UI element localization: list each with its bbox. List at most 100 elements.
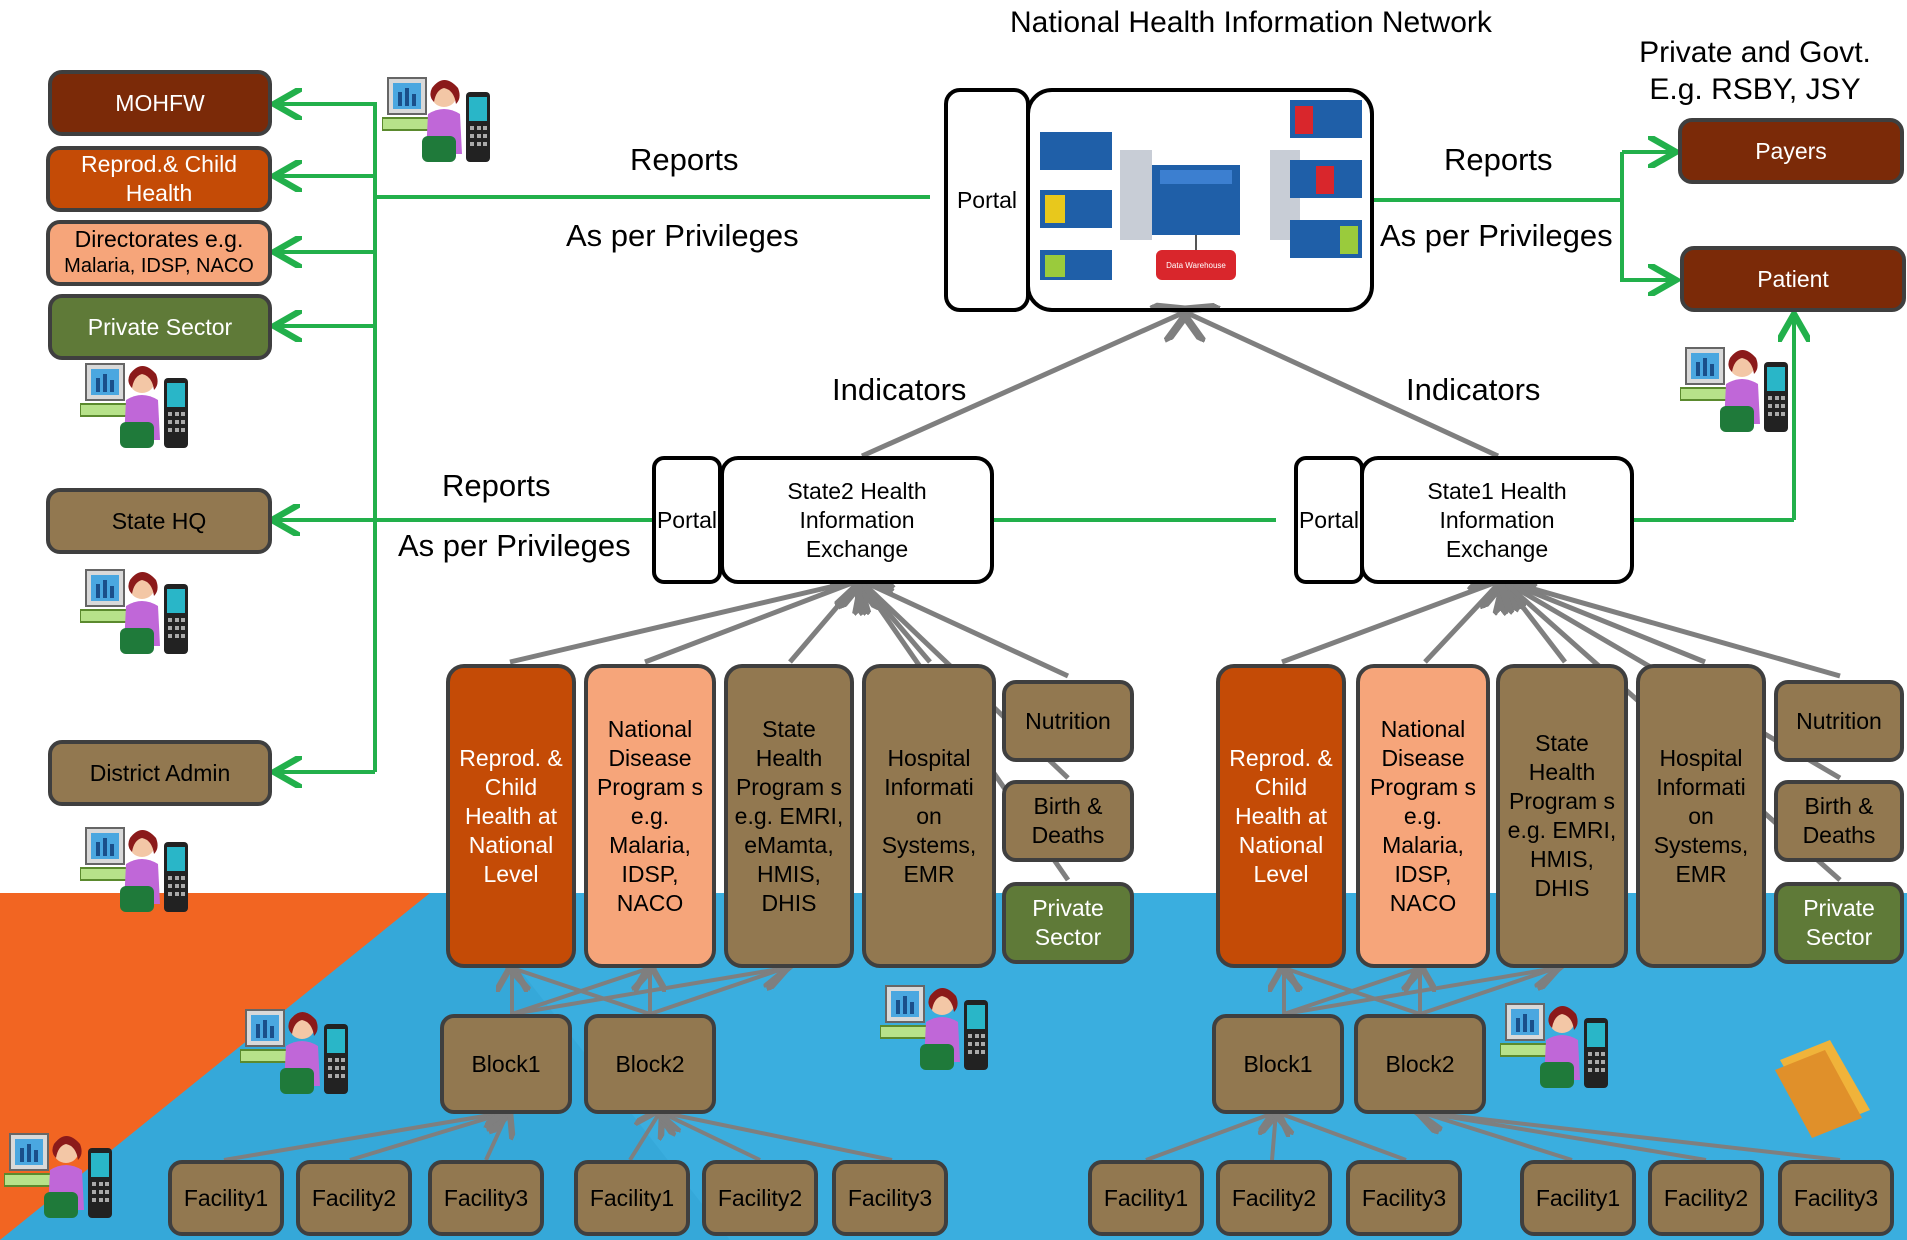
national-portal[interactable]: Portal (944, 88, 1030, 312)
state1-nutrition-label: Nutrition (1796, 707, 1882, 734)
state1-shp-box[interactable]: State Health Program s e.g. EMRI, HMIS, … (1496, 664, 1628, 968)
organization-cube-icon (1040, 132, 1112, 170)
patient-box[interactable]: Patient (1680, 246, 1906, 312)
state2-facility2-b[interactable]: Facility2 (702, 1160, 818, 1236)
private-sector-box-left[interactable]: Private Sector (48, 294, 272, 360)
rch-box[interactable]: Reprod.& Child Health (46, 146, 272, 212)
state2-block1-box[interactable]: Block1 (440, 1014, 572, 1114)
payers-label: Payers (1755, 137, 1827, 164)
state1-facility2-a[interactable]: Facility2 (1216, 1160, 1332, 1236)
state1-block2-box[interactable]: Block2 (1354, 1014, 1486, 1114)
state2-block2-label: Block2 (615, 1050, 685, 1077)
privileges-label-top-right: As per Privileges (1380, 218, 1613, 253)
directorates-line2: Malaria, IDSP, NACO (64, 255, 254, 277)
state1-shp-label: State Health Program s e.g. EMRI, HMIS, … (1507, 730, 1617, 901)
indicators-label-left: Indicators (832, 372, 967, 407)
left-green-connectors (276, 102, 1276, 772)
facility-label: Facility3 (1361, 1184, 1447, 1211)
state2-birth-box[interactable]: Birth & Deaths (1002, 780, 1134, 862)
national-portal-label: Portal (956, 186, 1018, 213)
state1-nutrition-box[interactable]: Nutrition (1774, 680, 1904, 762)
state1-facility1-a[interactable]: Facility1 (1088, 1160, 1204, 1236)
user-computer-phone-icon (4, 1130, 116, 1226)
state1-facility3-b[interactable]: Facility3 (1778, 1160, 1894, 1236)
state1-rch-label: Reprod. & Child Health at National Level (1229, 744, 1333, 887)
state2-exchange[interactable]: State2 Health Information Exchange (720, 456, 994, 584)
payers-group-title: Private and Govt.E.g. RSBY, JSY (1620, 34, 1890, 108)
facility-label: Facility1 (1535, 1184, 1621, 1211)
state2-block2-box[interactable]: Block2 (584, 1014, 716, 1114)
mohfw-box[interactable]: MOHFW (48, 70, 272, 136)
state1-his-label: Hospital Informati on Systems, EMR (1653, 744, 1749, 887)
state1-exchange-label: State1 Health Information Exchange (1427, 477, 1567, 562)
state1-his-box[interactable]: Hospital Informati on Systems, EMR (1636, 664, 1766, 968)
right-green-connectors (1372, 152, 1794, 522)
user-computer-phone-icon (80, 566, 192, 662)
state2-his-box[interactable]: Hospital Informati on Systems, EMR (862, 664, 996, 968)
national-warehouse-panel (1026, 88, 1374, 312)
state2-facility1-a[interactable]: Facility1 (168, 1160, 284, 1236)
district-admin-box[interactable]: District Admin (48, 740, 272, 806)
directorates-line1: Directorates e.g. (74, 226, 244, 252)
reports-label-state: Reports (442, 468, 551, 503)
state1-facility1-b[interactable]: Facility1 (1520, 1160, 1636, 1236)
national-network-title: National Health Information Network (1010, 4, 1492, 41)
user-computer-phone-icon (1500, 1000, 1612, 1096)
privileges-label-state: As per Privileges (398, 528, 631, 563)
state1-private-label: Private Sector (1803, 895, 1875, 950)
facility-label: Facility2 (1663, 1184, 1749, 1211)
state-hq-label: State HQ (111, 507, 207, 534)
folder-icon (1775, 1040, 1870, 1138)
state1-portal[interactable]: Portal (1294, 456, 1364, 584)
payers-title-line2: E.g. RSBY, JSY (1649, 73, 1861, 106)
state1-exchange[interactable]: State1 Health Information Exchange (1360, 456, 1634, 584)
state1-ndp-box[interactable]: National Disease Program s e.g. Malaria,… (1356, 664, 1490, 968)
state2-ndp-box[interactable]: National Disease Program s e.g. Malaria,… (584, 664, 716, 968)
database-icon (1156, 250, 1236, 280)
indicator-arrows (860, 312, 1500, 459)
state2-shp-box[interactable]: State Health Program s e.g. EMRI, eMamta… (724, 664, 854, 968)
state1-ndp-label: National Disease Program s e.g. Malaria,… (1369, 715, 1477, 916)
state-hq-box[interactable]: State HQ (46, 488, 272, 554)
indicators-label-right: Indicators (1406, 372, 1541, 407)
patient-label: Patient (1757, 265, 1829, 292)
user-computer-phone-icon (80, 360, 192, 456)
user-computer-phone-icon (880, 982, 992, 1078)
payers-box[interactable]: Payers (1678, 118, 1904, 184)
state1-birth-box[interactable]: Birth & Deaths (1774, 780, 1904, 862)
state1-rch-box[interactable]: Reprod. & Child Health at National Level (1216, 664, 1346, 968)
state1-private-box[interactable]: Private Sector (1774, 882, 1904, 964)
state2-rch-label: Reprod. & Child Health at National Level (459, 744, 563, 887)
state2-his-label: Hospital Informati on Systems, EMR (881, 744, 977, 887)
state2-birth-label: Birth & Deaths (1031, 793, 1105, 848)
state2-private-box[interactable]: Private Sector (1002, 882, 1134, 964)
private-sector-label-left: Private Sector (87, 313, 233, 340)
facility-label: Facility3 (1793, 1184, 1879, 1211)
facility-label: Facility1 (1103, 1184, 1189, 1211)
state2-block-arrows (512, 968, 785, 1016)
state2-exchange-label: State2 Health Information Exchange (787, 477, 927, 562)
directorates-box[interactable]: Directorates e.g. Malaria, IDSP, NACO (46, 220, 272, 286)
user-computer-phone-icon (240, 1006, 352, 1102)
state2-facility3-a[interactable]: Facility3 (428, 1160, 544, 1236)
blue-shade (0, 893, 730, 1240)
state2-shp-label: State Health Program s e.g. EMRI, eMamta… (734, 715, 844, 916)
state1-facility3-a[interactable]: Facility3 (1346, 1160, 1462, 1236)
facility-block-arrows (223, 1112, 1841, 1162)
state2-rch-box[interactable]: Reprod. & Child Health at National Level (446, 664, 576, 968)
state2-facility1-b[interactable]: Facility1 (574, 1160, 690, 1236)
state2-facility3-b[interactable]: Facility3 (832, 1160, 948, 1236)
facility-label: Facility1 (589, 1184, 675, 1211)
state1-birth-label: Birth & Deaths (1802, 793, 1876, 848)
state2-nutrition-box[interactable]: Nutrition (1002, 680, 1134, 762)
state2-private-label: Private Sector (1032, 895, 1104, 950)
data-warehouse-illustration: Data Warehouse (1040, 100, 1362, 280)
state2-facility2-a[interactable]: Facility2 (296, 1160, 412, 1236)
warehouse-label: Data Warehouse (1166, 261, 1226, 270)
reports-label-top-left: Reports (630, 142, 739, 177)
facility-label: Facility2 (717, 1184, 803, 1211)
state1-block1-box[interactable]: Block1 (1212, 1014, 1344, 1114)
state1-facility2-b[interactable]: Facility2 (1648, 1160, 1764, 1236)
state2-portal[interactable]: Portal (652, 456, 722, 584)
